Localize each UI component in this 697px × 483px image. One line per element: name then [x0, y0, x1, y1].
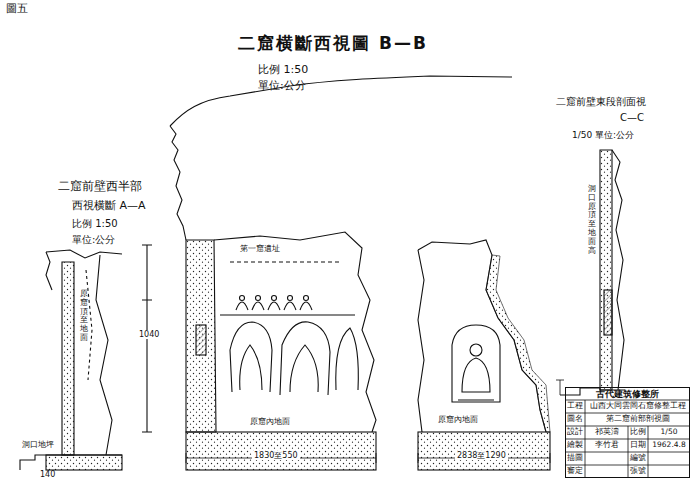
table-cell: 繪製	[565, 439, 585, 452]
table-cell: 祁英濤	[585, 426, 628, 439]
dimension: 1040	[137, 330, 161, 339]
scale-note: 比例 1:50	[72, 218, 118, 230]
block-heading: 古代建筑修整所	[566, 388, 689, 400]
unit-note: 單位:公分	[72, 234, 115, 246]
vertical-note: 洞口原頂至地面高	[588, 185, 596, 255]
annotation: 原窟內地面	[438, 415, 478, 424]
view-title: C—C	[620, 112, 644, 124]
annotation: 第一窟遺址	[240, 244, 280, 253]
drawing-title: 二窟横斷西視圖 B—B	[238, 34, 428, 54]
table-cell: 李竹君	[585, 439, 628, 452]
table-cell: 審定	[565, 465, 585, 478]
table-cell: 工程	[565, 400, 585, 413]
dimension: 2838至1290	[455, 451, 508, 460]
view-title: 二窟前壁西半部	[58, 180, 142, 194]
unit-note: 單位:公分	[258, 80, 306, 93]
annotation: 原窟內地面	[250, 417, 290, 426]
table-cell: 張號	[628, 465, 648, 478]
table-cell: 山西大同雲岡石窟修整工程	[585, 400, 690, 413]
view-title: 二窟前壁東段剖面視	[556, 96, 646, 108]
table-cell: 編號	[628, 452, 648, 465]
table-cell: 1/50	[648, 426, 690, 439]
table-cell: 日期	[628, 439, 648, 452]
annotation: 洞口地坪	[22, 440, 54, 449]
table-cell: 1962.4.8	[648, 439, 690, 452]
vertical-note: 原窟頂至地面	[80, 290, 88, 343]
table-cell: 圖名	[565, 413, 585, 426]
dimension: 1830至550	[252, 451, 300, 460]
table-cell: 比例	[628, 426, 648, 439]
scale-note: 比例 1:50	[258, 64, 308, 77]
view-title: 西視横斷 A—A	[72, 200, 146, 213]
table-cell: 設計	[565, 426, 585, 439]
table-cell: 描圖	[565, 452, 585, 465]
dimension: 140	[40, 470, 55, 479]
scale-note: 1/50 單位:公分	[572, 130, 634, 140]
table-cell: 第二窟前部剖視圖	[585, 413, 690, 426]
figure-number: 圖五	[6, 3, 28, 16]
